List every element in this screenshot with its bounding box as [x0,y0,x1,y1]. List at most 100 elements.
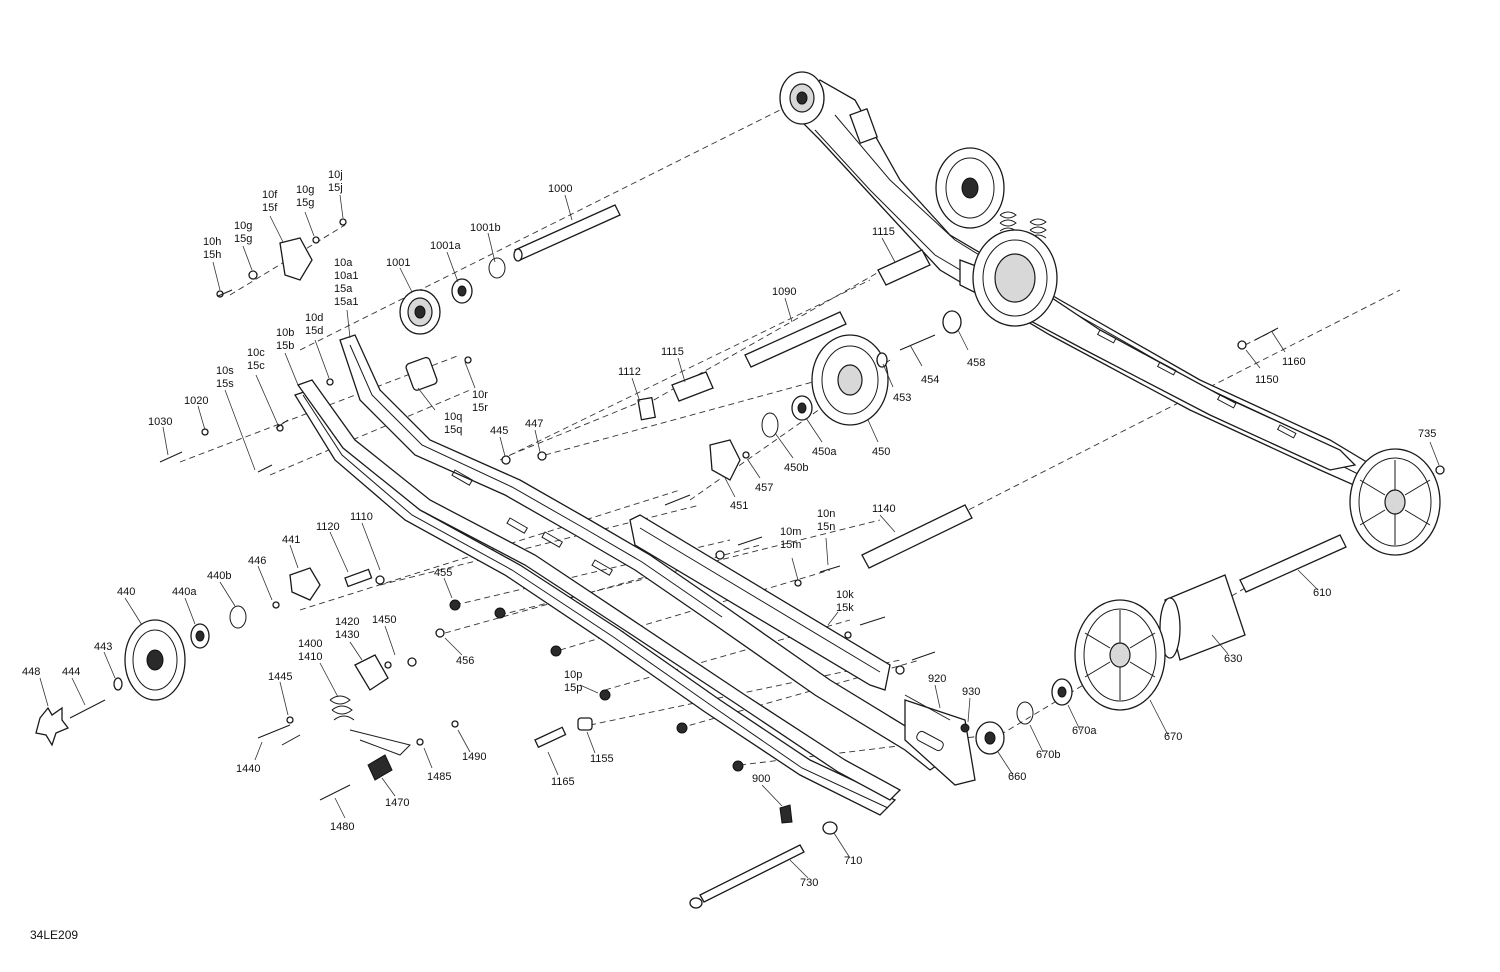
callout-1030: 1030 [148,416,172,428]
callout-1090: 1090 [772,286,796,298]
callout-1120: 1120 [316,521,340,533]
callout-451: 451 [730,500,748,512]
rear-frame-assembly [779,71,1441,556]
callout-1165: 1165 [551,776,575,788]
callout-440b: 440b [207,570,231,582]
slide-rails [294,334,976,816]
bolt-730 [699,844,805,903]
callout-630: 630 [1224,653,1242,665]
callout-453: 453 [893,392,911,404]
tube-1140 [861,504,973,569]
bolt-444 [69,699,106,719]
callout-450a: 450a [812,446,837,458]
callout-670b: 670b [1036,749,1060,761]
star-448 [35,706,70,747]
callout-1490: 1490 [462,751,486,763]
callout-456: 456 [456,655,474,667]
washer-458 [942,310,962,334]
shaft-1090 [744,311,847,368]
wheels-and-bearings [35,310,1166,835]
washer-710 [822,821,838,835]
frame-front-wheel [779,71,825,125]
nuts-and-small-fasteners [159,218,1445,772]
callout-1470: 1470 [385,797,409,809]
spring-arm [349,729,411,756]
tube-1115-lower [671,371,714,402]
callout-440: 440 [117,586,135,598]
callout-441: 441 [282,534,300,546]
frame-rear-wheel [1349,448,1441,556]
callout-730: 730 [800,877,818,889]
callout-1445: 1445 [268,671,292,683]
bracket-441 [289,567,321,601]
washer-453 [876,352,888,368]
callout-710: 710 [844,855,862,867]
callout-1115-a: 1115 [661,346,684,358]
callout-920: 920 [928,673,946,685]
callout-670a: 670a [1072,725,1097,737]
axle-1000 [513,204,621,262]
ring-450b [761,412,779,438]
callout-1480: 1480 [330,821,354,833]
callout-458: 458 [967,357,985,369]
callout-1001a: 1001a [430,240,461,252]
callout-735: 735 [1418,428,1436,440]
callout-1000: 1000 [548,183,572,195]
callout-444: 444 [62,666,80,678]
callout-1155: 1155 [590,753,614,765]
pin-1165 [534,726,567,749]
leader-lines [39,194,1440,879]
callout-1112: 1112 [618,366,641,378]
wheel-440 [124,619,186,701]
bracket-1470 [367,754,393,781]
bracket-10f [279,237,313,281]
callout-1150: 1150 [1255,374,1279,386]
ring-1001b [488,257,506,279]
plate-1112 [637,396,657,421]
pin-1480 [319,784,351,801]
clip-900 [779,804,793,824]
callout-1440: 1440 [236,763,260,775]
callout-1110: 1110 [350,511,373,523]
callout-1020: 1020 [184,395,208,407]
callout-660: 660 [1008,771,1026,783]
callout-450b: 450b [784,462,808,474]
bearing-1001 [399,289,441,335]
spacer-1155 [577,717,593,731]
bushing-1120 [344,568,373,588]
spring-1400 [329,695,355,721]
bracket-451 [709,439,741,481]
callout-445: 445 [490,425,508,437]
ring-440b [229,605,247,629]
callout-455: 455 [434,567,452,579]
callout-1160: 1160 [1282,356,1306,368]
callout-448: 448 [22,666,40,678]
callout-457: 457 [755,482,773,494]
callout-447: 447 [525,418,543,430]
callout-900: 900 [752,773,770,785]
pin-920 [904,694,951,721]
wheel-670 [1074,599,1166,711]
callout-1485: 1485 [427,771,451,783]
ring-670b [1016,701,1034,725]
callout-930: 930 [962,686,980,698]
callout-440a: 440a [172,586,197,598]
block-1420 [354,654,389,691]
